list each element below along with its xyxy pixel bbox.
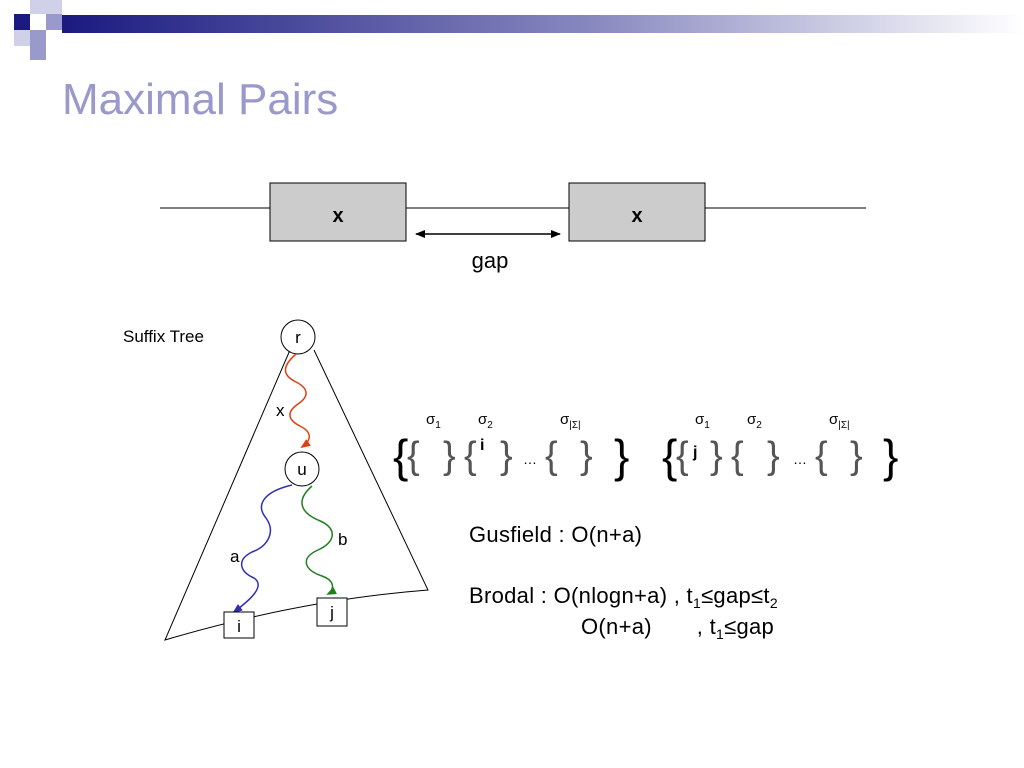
set-right-outer-close: } xyxy=(883,430,898,482)
set-right-group3-close: } xyxy=(850,435,863,477)
brodal-t2-subscript: 2 xyxy=(769,595,778,611)
set-left-outer-close: } xyxy=(614,430,629,482)
deco-square xyxy=(30,30,46,46)
set-right-group1-close: } xyxy=(710,435,723,477)
set-left-ellipsis: … xyxy=(523,451,537,467)
path-b xyxy=(301,485,337,595)
gusfield-complexity: Gusfield : O(n+a) xyxy=(469,522,643,547)
occurrence-box-left xyxy=(269,182,407,242)
brodal-line2-gap: ≤gap xyxy=(724,614,775,639)
deco-square xyxy=(46,0,62,14)
brodal-t1-subscript: 1 xyxy=(692,595,702,611)
set-right: { { } { } … { } } σ1 σ2 σ|Σ| j xyxy=(662,411,898,482)
internal-node-u xyxy=(284,451,320,487)
set-left-sigma2: σ2 xyxy=(478,411,493,431)
deco-square xyxy=(14,30,30,46)
brodal-line2-t1-subscript: 1 xyxy=(716,626,725,642)
deco-square xyxy=(30,46,46,60)
set-right-group2-close: } xyxy=(767,435,780,477)
set-left-group3-close: } xyxy=(580,435,593,477)
set-right-sigma2: σ2 xyxy=(747,411,762,431)
set-right-sigma1: σ1 xyxy=(695,411,710,431)
set-left-group1-open: { xyxy=(407,435,420,477)
set-left-group3-open: { xyxy=(545,435,558,477)
brodal-label: Brodal : xyxy=(469,583,554,608)
header-gradient-bar xyxy=(62,15,1024,33)
leaf-j-label: j xyxy=(329,603,334,622)
suffix-tree-outline xyxy=(164,349,429,641)
path-a xyxy=(232,484,293,614)
path-x xyxy=(284,353,311,449)
set-left-sigma1: σ1 xyxy=(426,411,441,431)
brodal-complexity-line2: O(n+a) , t1≤gap xyxy=(581,614,774,642)
set-left-marker-i: i xyxy=(480,437,484,454)
deco-square xyxy=(14,14,30,30)
set-right-group1-open: { xyxy=(676,435,689,477)
set-right-sigmaN: σ|Σ| xyxy=(829,411,850,431)
set-left-sigmaN: σ|Σ| xyxy=(560,411,581,431)
brodal-complexity-line1: Brodal : O(nlogn+a) , t1≤gap≤t2 xyxy=(469,583,778,611)
root-node-label: r xyxy=(295,328,301,347)
set-right-outer-open: { xyxy=(662,430,677,482)
set-left: { { } { } … { } } σ1 σ2 σ|Σ| i xyxy=(393,411,629,482)
deco-square xyxy=(30,0,46,14)
deco-square xyxy=(46,14,62,30)
leaf-i-label: i xyxy=(237,617,241,636)
set-left-outer-open: { xyxy=(393,430,408,482)
set-left-group1-close: } xyxy=(443,435,456,477)
occurrence-box-right xyxy=(568,182,706,242)
internal-node-u-label: u xyxy=(297,460,306,479)
leaf-i xyxy=(223,611,255,639)
gap-label: gap xyxy=(472,248,509,273)
set-left-group2-open: { xyxy=(464,435,477,477)
corner-decoration xyxy=(14,0,1024,60)
path-a-label: a xyxy=(230,547,240,566)
suffix-tree-caption: Suffix Tree xyxy=(123,327,204,346)
path-b-label: b xyxy=(338,530,347,549)
path-x-label: x xyxy=(276,401,285,420)
brodal-bound1: O(nlogn+a) , t xyxy=(553,583,693,608)
set-right-group3-open: { xyxy=(815,435,828,477)
brodal-gap-range: ≤gap≤t xyxy=(701,583,770,608)
leaf-j xyxy=(316,597,348,627)
brodal-bound2: O(n+a) , t xyxy=(581,614,717,639)
set-right-marker-j: j xyxy=(692,444,697,461)
set-right-ellipsis: … xyxy=(793,451,807,467)
occurrence-box-left-label: x xyxy=(332,205,343,227)
slide-title: Maximal Pairs xyxy=(62,75,339,124)
set-right-group2-open: { xyxy=(731,435,744,477)
set-left-group2-close: } xyxy=(500,435,513,477)
root-node xyxy=(280,319,316,355)
occurrence-box-right-label: x xyxy=(631,205,642,227)
